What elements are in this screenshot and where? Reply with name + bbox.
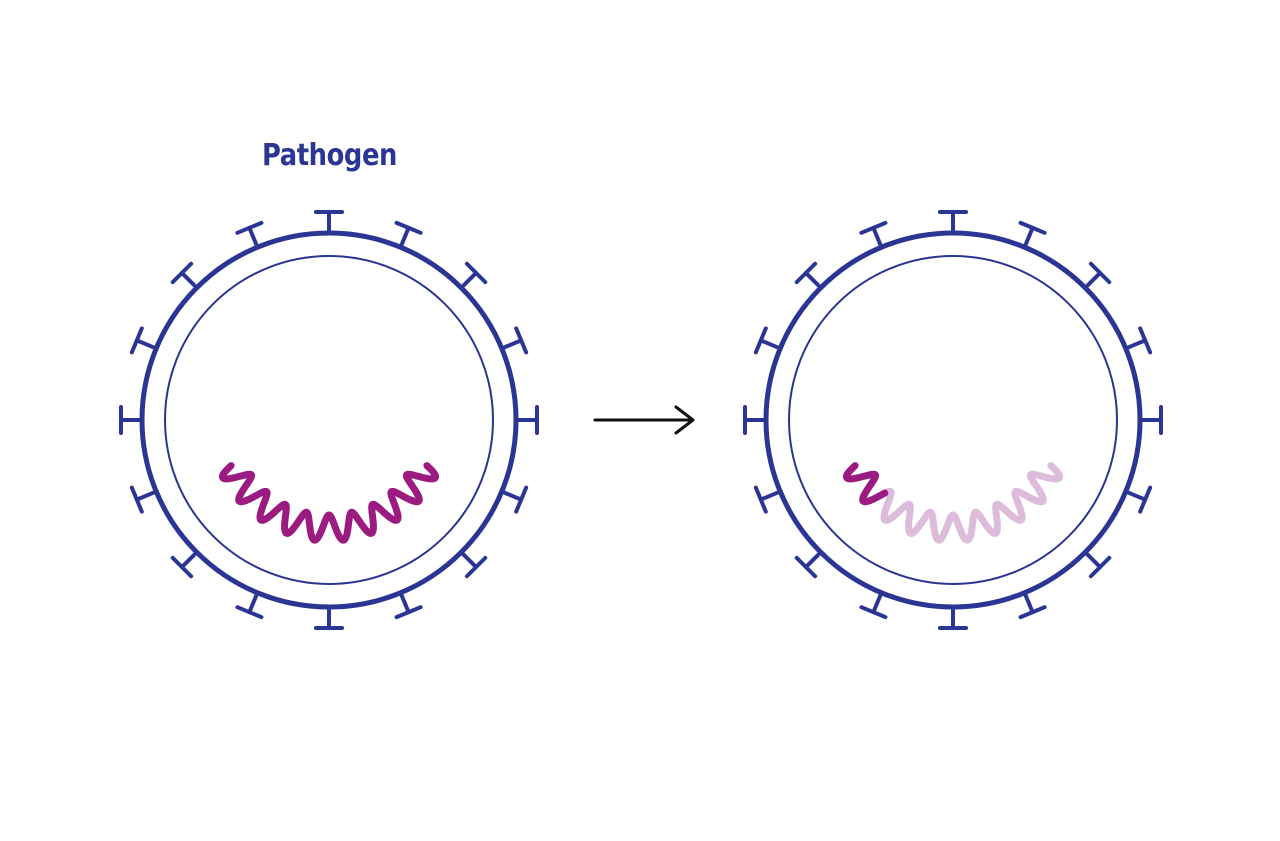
- inner-membrane: [164, 255, 494, 585]
- genome-strand-degraded: [880, 462, 1064, 544]
- spike-stem: [758, 338, 782, 351]
- spike-cap: [514, 485, 529, 514]
- spike-stem: [1124, 489, 1148, 502]
- spike-cap: [170, 261, 194, 285]
- spike-cap: [1018, 220, 1047, 235]
- spike-cap: [859, 605, 888, 620]
- spike-stem: [1022, 225, 1035, 249]
- spike-stem: [500, 489, 524, 502]
- pathogen-left: [119, 210, 539, 630]
- spike-cap: [1018, 605, 1047, 620]
- spike-cap: [1088, 261, 1112, 285]
- spike-cap: [794, 261, 818, 285]
- pathogen-right: [743, 210, 1163, 630]
- spike-cap: [1088, 555, 1112, 579]
- spike-cap: [753, 485, 768, 514]
- spike-cap: [394, 220, 423, 235]
- spike-stem: [871, 591, 884, 615]
- spike-stem: [398, 225, 411, 249]
- spike-stem: [247, 591, 260, 615]
- spike-stem: [1124, 338, 1148, 351]
- spike-cap: [794, 555, 818, 579]
- pathogen-label: Pathogen: [262, 138, 397, 173]
- spike-cap: [394, 605, 423, 620]
- spike-stem: [459, 270, 479, 290]
- spike-stem: [803, 270, 823, 290]
- spike-stem: [1083, 550, 1103, 570]
- spike-stem: [758, 489, 782, 502]
- spike-cap: [514, 326, 529, 355]
- spike-cap: [170, 555, 194, 579]
- spike-cap: [464, 261, 488, 285]
- spike-stem: [1022, 591, 1035, 615]
- spike-cap: [1138, 485, 1153, 514]
- spike-stem: [247, 225, 260, 249]
- spike-stem: [179, 550, 199, 570]
- outer-membrane: [763, 230, 1143, 610]
- outer-membrane: [139, 230, 519, 610]
- spike-cap: [1138, 326, 1153, 355]
- spike-stem: [134, 489, 158, 502]
- spike-stem: [179, 270, 199, 290]
- spike-stem: [459, 550, 479, 570]
- spike-cap: [464, 555, 488, 579]
- spike-stem: [871, 225, 884, 249]
- transition-arrow: [593, 405, 695, 435]
- inner-membrane: [788, 255, 1118, 585]
- spike-stem: [500, 338, 524, 351]
- spike-stem: [398, 591, 411, 615]
- spike-stem: [1083, 270, 1103, 290]
- spike-cap: [235, 605, 264, 620]
- spike-stem: [803, 550, 823, 570]
- spike-cap: [859, 220, 888, 235]
- spike-cap: [129, 485, 144, 514]
- genome-strand-remaining: [842, 462, 889, 506]
- spike-cap: [753, 326, 768, 355]
- genome-strand: [218, 462, 440, 544]
- spike-stem: [134, 338, 158, 351]
- spike-cap: [129, 326, 144, 355]
- spike-cap: [235, 220, 264, 235]
